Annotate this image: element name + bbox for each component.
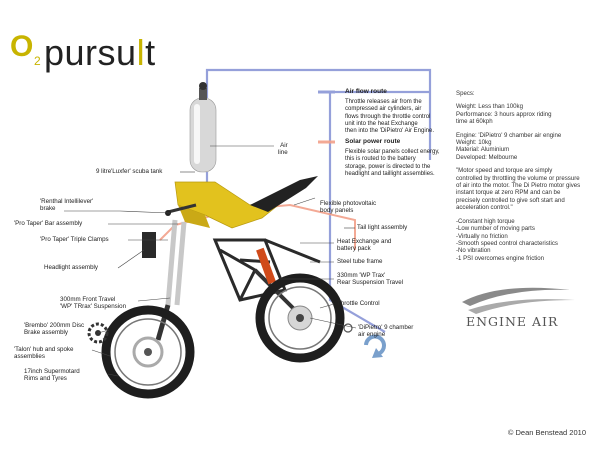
leader-engine (309, 317, 357, 329)
specs-bullet-4: -Smooth speed control characteristics (456, 239, 558, 247)
leader-fork (137, 297, 171, 302)
specs-quote-2: controlled by throttling the volume or p… (456, 174, 580, 182)
label-brembo-brake: 'Brembo' 200mm Disc Brake assembly (24, 322, 85, 337)
logo-wordmark: pursult (44, 32, 156, 74)
specs-quote-6: acceleration control." (456, 204, 513, 212)
air-text-line-5: then into the 'DiPietro' Air Engine. (345, 128, 435, 135)
label-talon-hub: 'Talon' hub and spoke assemblies (14, 346, 74, 361)
specs-weight: Weight: Less than 100kg (456, 103, 523, 111)
solar-text-line-1: Flexible solar panels collect energy, (345, 149, 440, 155)
specs-heading: Specs: (456, 90, 475, 97)
legend-air-flow-text: Throttle releases air from the compresse… (345, 99, 455, 135)
specs-developed: Developed: Melbourne (456, 153, 518, 161)
specs-engine-weight: Weight: 10kg (456, 139, 492, 147)
specs-bullet-6: -1 PSI overcomes engine friction (456, 254, 545, 262)
specs-performance: Performance: 3 hours approx riding (456, 110, 552, 118)
leader-throttle (319, 303, 335, 309)
rear-wheel (255, 273, 345, 363)
specs-quote-5: precisely controlled to give soft start … (456, 196, 565, 204)
leader-tyres (107, 373, 119, 377)
yellow-body-panels (174, 176, 318, 229)
label-tyres: 17inch Supermotard Rims and Tyres (24, 368, 80, 383)
label-scuba-tank: 9 litre'Luxfer' scuba tank (96, 168, 163, 175)
label-steel-frame: Steel tube frame (337, 258, 383, 265)
specs-quote-1: "Motor speed and torque are simply (456, 167, 553, 175)
leader-panels (293, 197, 316, 206)
legend-air-flow-title: Air flow route (345, 88, 387, 95)
label-flexible-panels: Flexible photovoltaic body panels (320, 200, 377, 215)
specs-bullet-1: -Constant high torque (456, 217, 515, 225)
label-renthal-brake: 'Renthal Intellilever' brake (40, 198, 94, 213)
logo-word-part-a: pursu (44, 32, 137, 73)
air-text-line-2: compressed air cylinders, air (345, 106, 422, 113)
front-brake-disc (132, 336, 164, 368)
solar-text-line-2: this is routed to the battery (345, 156, 416, 163)
front-wheel (101, 305, 195, 399)
legend-solar-title: Solar power route (345, 138, 401, 145)
logo-word-part-b: l (136, 32, 146, 73)
label-dipietro-engine: 'DiPietro' 9 chamber air engine (358, 324, 414, 339)
legend-solar-text: Flexible solar panels collect energy, th… (345, 149, 457, 178)
specs-bullet-5: -No vibration (456, 247, 491, 255)
label-heat-exchange: Heat Exchange and battery pack (337, 238, 392, 253)
specs-engine: Engine: 'DiPietro' 9 chamber air engine (456, 131, 562, 139)
label-headlight: Headlight assembly (44, 264, 98, 271)
specs-riding-time: time at 60kph (456, 118, 493, 126)
copyright-credit: © Dean Benstead 2010 (507, 428, 586, 437)
logo-o-letter: O (10, 30, 34, 63)
rear-suspension (253, 247, 302, 317)
rear-sprocket (343, 323, 353, 333)
specs-panel: Specs: Weight: Less than 100kg Performan… (456, 90, 596, 262)
air-flow-route (205, 68, 432, 333)
specs-quote-3: of air into the motor. The Di Pietro mot… (456, 182, 581, 190)
leader-renthal (64, 210, 171, 214)
specs-material: Material: Aluminium (456, 146, 510, 154)
air-text-line-4: unit into the heat Exchange (345, 120, 418, 127)
label-pro-taper-clamps: 'Pro Taper' Triple Clamps (40, 236, 109, 243)
label-taillight: Tail light assembly (357, 224, 408, 231)
leader-lines (64, 145, 357, 377)
leader-talon (91, 349, 111, 357)
leader-brembo (97, 329, 110, 334)
specs-bullet-3: -Virtually no friction (456, 232, 508, 240)
label-throttle-control: Throttle Control (337, 300, 380, 307)
solar-text-line-3: storage, power is directed to the (345, 163, 431, 170)
headlight-assembly (142, 232, 156, 258)
label-rear-suspension: 330mm 'WP Trax' Rear Suspension Travel (337, 272, 404, 287)
air-text-line-1: Throttle releases air from the (345, 99, 422, 105)
air-text-line-3: flows through the throttle control (345, 113, 431, 120)
front-fork (142, 219, 187, 341)
logo-subscript-two: 2 (34, 54, 41, 68)
label-front-fork: 300mm Front Travel 'WP' TRrax' Suspensio… (60, 296, 127, 311)
specs-bullet-2: -Low number of moving parts (456, 225, 535, 233)
engine-air-wordmark: ENGINE AIR (466, 314, 559, 329)
scuba-tank (189, 82, 217, 173)
engine-rotation-icon (364, 334, 386, 358)
engine-air-logo-mark (462, 287, 575, 314)
label-air-line-text: Air line (278, 142, 288, 157)
leader-headlight (117, 249, 145, 269)
label-pro-taper-bar: 'Pro Taper' Bar assembly (14, 220, 83, 227)
specs-quote-4: instant torque at zero RPM and can be (456, 189, 561, 197)
logo-word-part-c: t (145, 32, 156, 73)
solar-text-line-4: headlight and taillight assemblies. (345, 170, 435, 177)
